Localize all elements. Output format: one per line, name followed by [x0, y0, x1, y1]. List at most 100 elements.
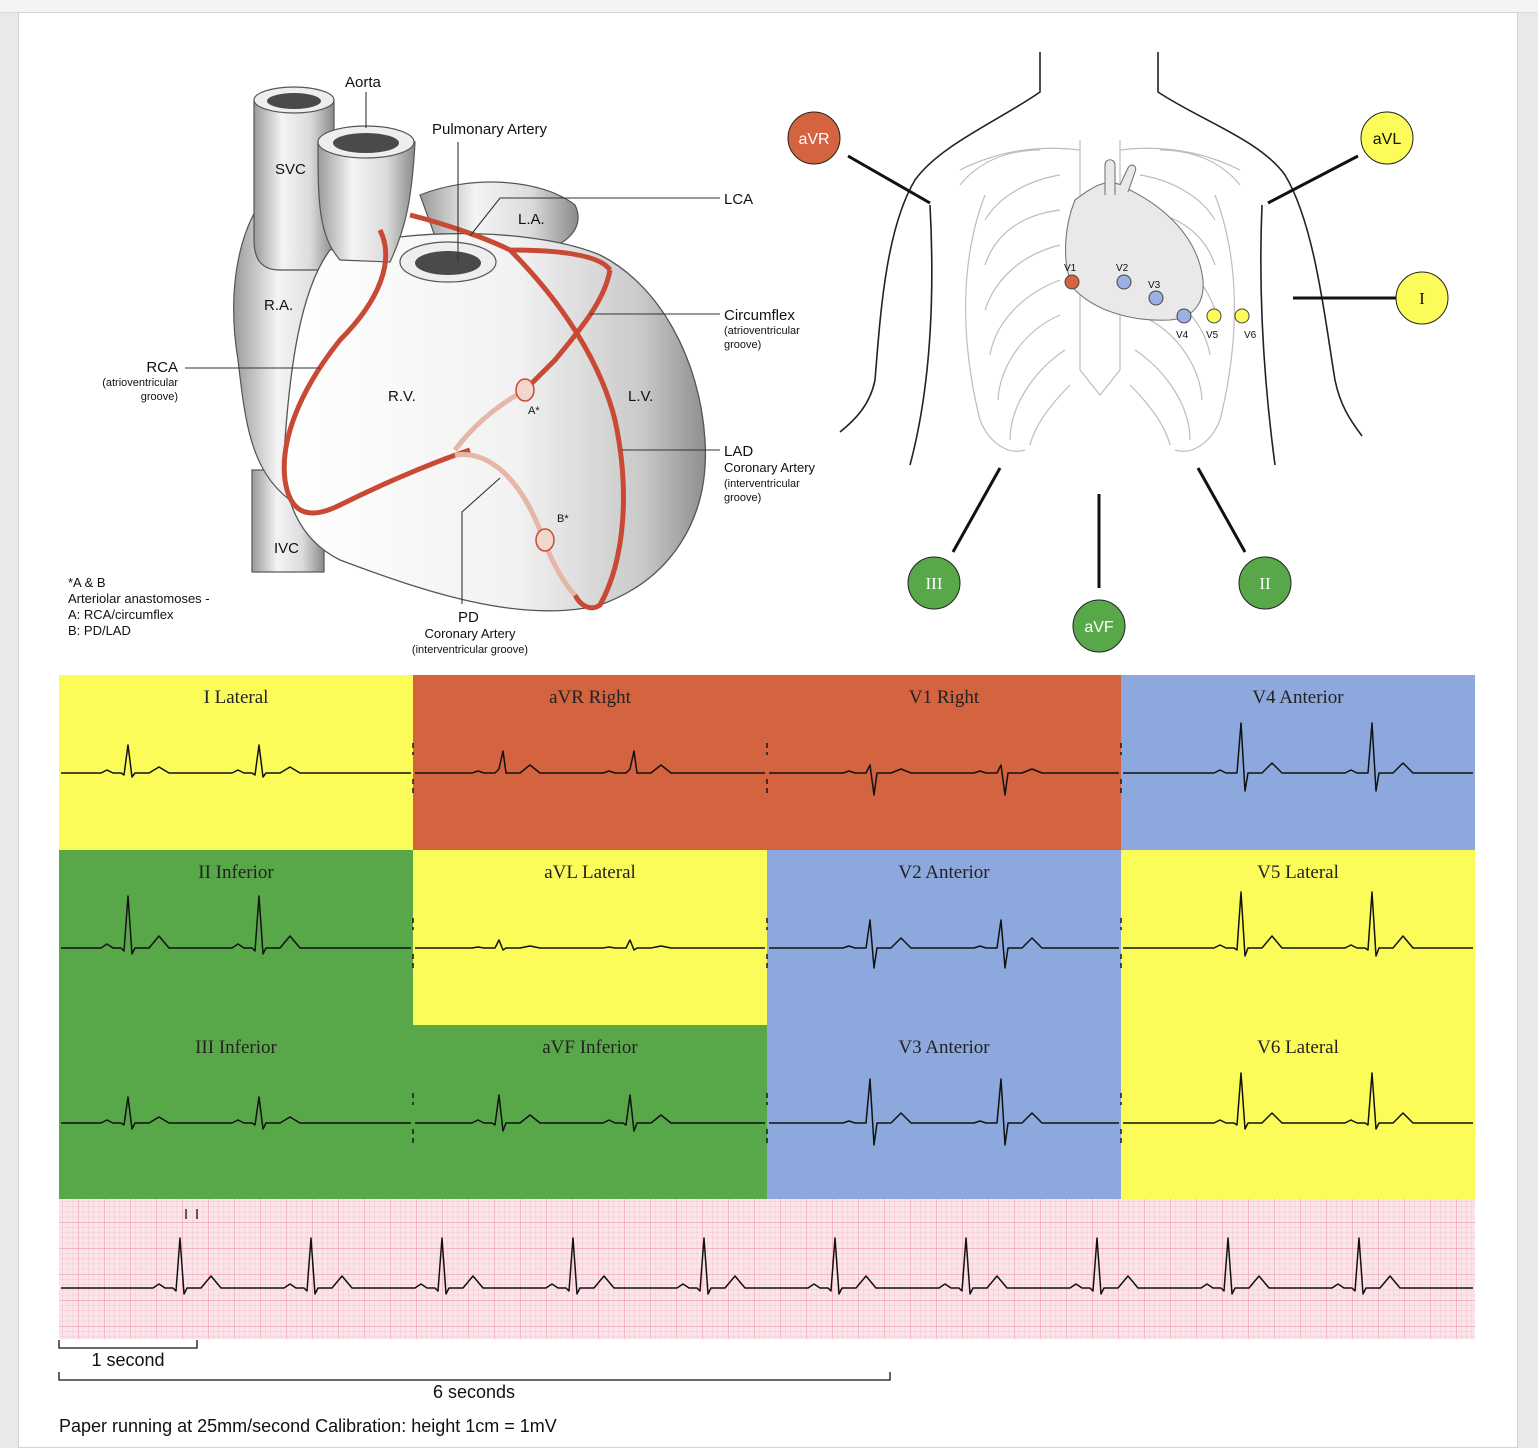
avr-lead-line: [847, 154, 931, 205]
iii-circle: [907, 556, 961, 610]
lad-sub3: groove): [724, 492, 761, 504]
ecg-panel-bg: [767, 675, 1122, 851]
ecg-panel-bg: [413, 850, 768, 1026]
v2-label: V2: [1116, 263, 1129, 274]
circumflex-sub2: groove): [724, 339, 761, 351]
ecg-lead-trace: [1123, 1072, 1473, 1130]
lad-sub1: Coronary Artery: [724, 460, 816, 475]
ecg-panel-bg: [413, 675, 768, 851]
ecg-panel-bg: [413, 1025, 768, 1201]
ecg-lead-trace: [61, 895, 411, 955]
avr-label: aVR: [798, 131, 829, 148]
iii-label: III: [926, 574, 943, 593]
one-second-label: 1 second: [91, 1350, 164, 1370]
ii-label: II: [1259, 574, 1271, 593]
i-circle: [1395, 271, 1449, 325]
avr-circle: [787, 111, 841, 165]
anastomosis-a: [515, 378, 535, 402]
ecg-lead-trace: [415, 939, 765, 951]
ecg-lead-title: V4 Anterior: [1252, 687, 1344, 708]
lca-callout: [469, 197, 720, 237]
avl-lead-line: [1267, 154, 1359, 205]
anastomoses-note-2: Arteriolar anastomoses -: [68, 591, 210, 606]
rca-sub2: groove): [141, 391, 178, 403]
pulmonary-artery-lumen: [415, 251, 481, 275]
rhythm-strip: [59, 1199, 1475, 1339]
rca-sub1: (atrioventricular: [102, 377, 178, 389]
lv-label: L.V.: [628, 388, 653, 405]
ecg-panel-bg: [1121, 675, 1475, 851]
torso-heart: [1065, 182, 1204, 321]
ra-label: R.A.: [264, 297, 293, 314]
avf-label: aVF: [1084, 619, 1114, 636]
rhythm-strip-grid: [59, 1199, 1475, 1339]
ecg-panel-bg: [59, 675, 414, 851]
avf-circle: [1072, 599, 1126, 653]
torso-outline: [839, 52, 1363, 466]
ii-lead-line: [1196, 467, 1247, 553]
v2-electrode: [1116, 274, 1132, 290]
pd-sub2: (interventricular groove): [412, 644, 528, 656]
rhythm-strip-trace: [61, 1237, 1473, 1295]
pd-artery: [454, 451, 577, 597]
ecg-lead-trace: [1123, 891, 1473, 957]
ecg-lead-title: II Inferior: [198, 862, 274, 883]
ecg-lead-trace: [769, 1078, 1119, 1146]
circumflex-sub1: (atrioventricular: [724, 325, 800, 337]
v6-label: V6: [1244, 330, 1257, 341]
ecg-lead-trace: [1123, 722, 1473, 792]
avl-circle: [1360, 111, 1414, 165]
v4-electrode: [1176, 308, 1192, 324]
ivc-label: IVC: [274, 540, 299, 557]
ecg-lead-title: V3 Anterior: [898, 1037, 990, 1058]
ecg-panel-bg: [1121, 1025, 1475, 1201]
lad-artery: [508, 248, 626, 611]
ecg-lead-title: V2 Anterior: [898, 862, 990, 883]
pd-label: PD: [458, 609, 479, 626]
pulmonary-artery-label: Pulmonary Artery: [432, 121, 548, 138]
b-star-label: B*: [557, 513, 569, 525]
v1-electrode: [1064, 274, 1080, 290]
one-second-bar: [58, 1340, 198, 1349]
lca-label: LCA: [724, 191, 753, 208]
pd-callout: [461, 477, 501, 604]
rv-label: R.V.: [388, 388, 416, 405]
v1-label: V1: [1064, 263, 1077, 274]
six-seconds-label: 6 seconds: [433, 1382, 515, 1402]
ecg-lead-title: aVF Inferior: [542, 1037, 638, 1058]
precordial-electrodes: V1 V2 V3 V4 V5 V6: [1064, 263, 1257, 341]
avl-label: aVL: [1373, 131, 1402, 148]
torso-heart-vessels: [1104, 159, 1137, 195]
v6-electrode: [1234, 308, 1250, 324]
la-label: L.A.: [518, 211, 545, 228]
ecg-lead-title: V1 Right: [909, 687, 980, 708]
iii-lead-line: [951, 467, 1002, 553]
heart-illustration: Aorta Pulmonary Artery SVC LCA L.A. R.A.…: [68, 74, 816, 656]
ecg-lead-title: V5 Lateral: [1257, 862, 1339, 883]
i-label: I: [1419, 289, 1425, 308]
ecg-panel-bg: [1121, 850, 1475, 1026]
time-scale: 1 second 6 seconds Paper running at 25mm…: [58, 1340, 891, 1436]
a-star-label: A*: [528, 405, 540, 417]
anastomoses-note-3: A: RCA/circumflex: [68, 607, 174, 622]
ecg-lead-trace: [769, 919, 1119, 969]
calibration-marks: [185, 1209, 198, 1219]
svc-lumen: [267, 93, 321, 109]
ecg-panel-bg: [767, 1025, 1122, 1201]
ecg-lead-title: I Lateral: [204, 687, 269, 708]
v4-label: V4: [1176, 330, 1189, 341]
aorta-lumen: [333, 133, 399, 153]
ecg-lead-title: aVL Lateral: [544, 862, 636, 883]
rib-cage: [959, 140, 1241, 452]
v3-electrode: [1148, 290, 1164, 306]
ecg-lead-trace: [61, 1096, 411, 1130]
ecg-lead-trace: [415, 1094, 765, 1132]
rca-artery: [281, 228, 471, 516]
ii-circle: [1238, 556, 1292, 610]
aorta-vessel: [317, 141, 416, 263]
lad-sub2: (interventricular: [724, 478, 800, 490]
anastomosis-a-branch: [453, 387, 527, 452]
ecg-panel-bg: [59, 1025, 414, 1201]
